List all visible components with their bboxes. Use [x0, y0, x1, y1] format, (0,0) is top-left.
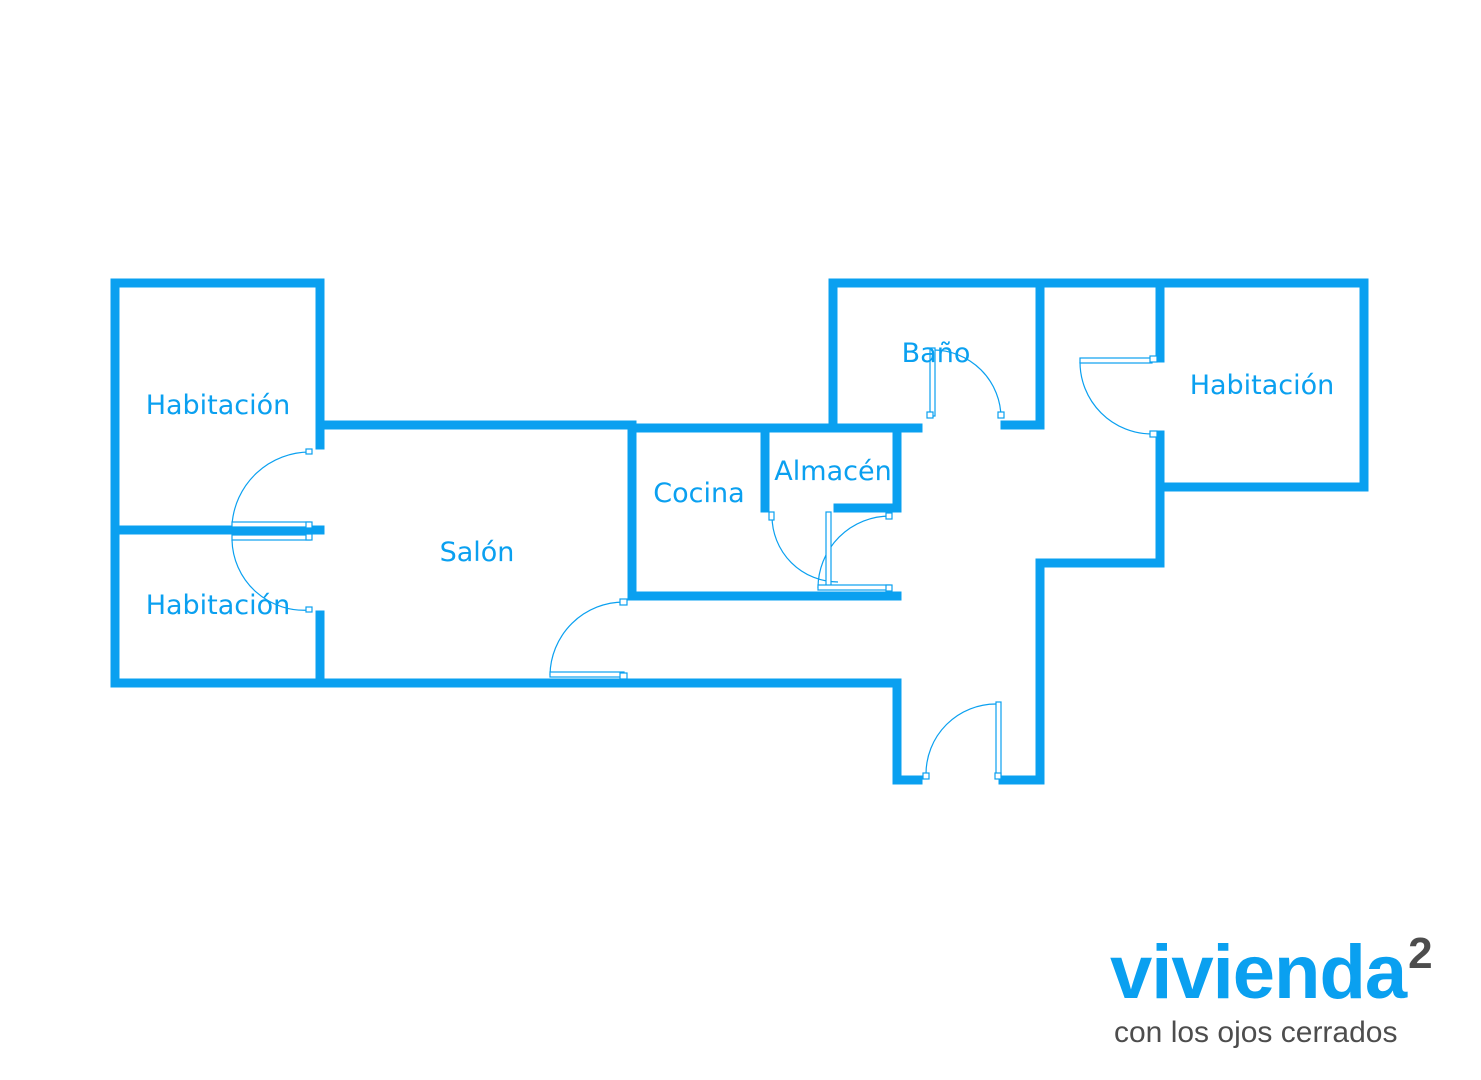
door-cocina	[768, 511, 839, 583]
wall-right-top	[1035, 278, 1369, 492]
brand-name: vivienda2	[1110, 929, 1460, 1022]
door-entrance	[922, 701, 1002, 780]
door-salon	[549, 598, 628, 680]
door-habitacion-1	[231, 448, 313, 529]
label-salon: Salón	[440, 537, 515, 568]
label-bano: Baño	[902, 338, 971, 369]
label-habitacion-2: Habitación	[146, 590, 291, 621]
wall-salon-bottom	[315, 678, 923, 785]
wall-cocina	[627, 420, 902, 601]
label-cocina: Cocina	[653, 478, 744, 509]
brand-name-text: vivienda	[1110, 930, 1407, 1015]
brand-tagline: con los ojos cerrados	[1114, 1016, 1398, 1049]
door-habitacion-3	[1079, 355, 1158, 438]
label-habitacion-1: Habitación	[146, 390, 291, 421]
wall-right-bedroom-left-lower	[998, 430, 1165, 785]
label-almacen: Almacén	[774, 456, 891, 487]
wall-almacen-right	[833, 423, 902, 513]
brand-logo: vivienda2 con los ojos cerrados	[1110, 929, 1460, 1050]
door-habitacion-2	[231, 533, 313, 613]
door-bano	[926, 347, 1005, 419]
wall-left-block	[110, 278, 325, 688]
label-habitacion-3: Habitación	[1190, 370, 1335, 401]
door-almacen	[817, 511, 893, 592]
brand-superscript: 2	[1408, 929, 1433, 978]
